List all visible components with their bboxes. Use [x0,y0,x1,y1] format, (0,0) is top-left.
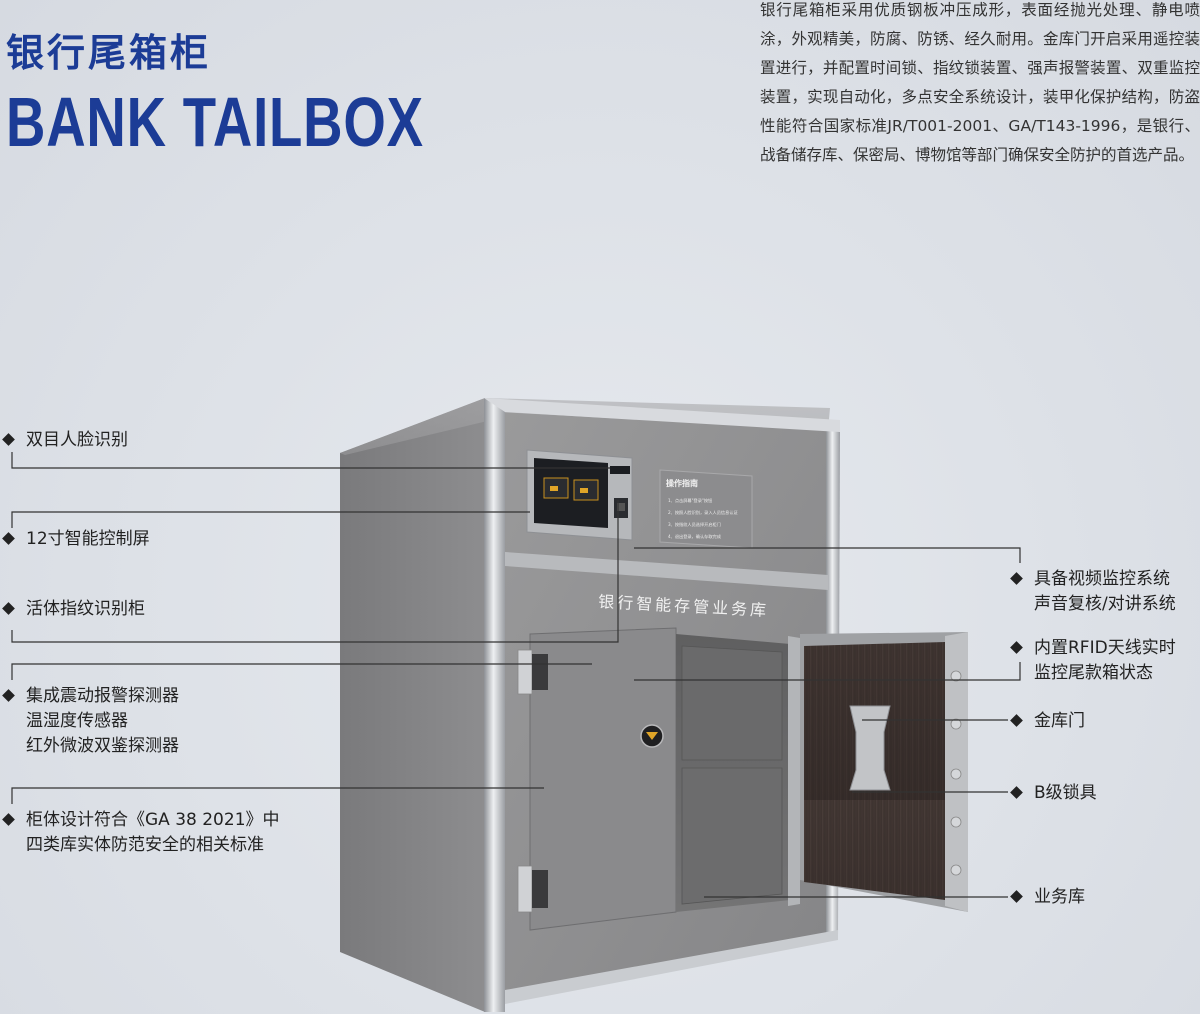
callout-detectors: 集成震动报警探测器 温湿度传感器 红外微波双鉴探测器 [2,684,179,759]
guide-line-4: 4、退出登录，确认存取完成 [668,533,721,540]
callout-fingerprint: 活体指纹识别柜 [2,597,145,622]
leader-lines-left [11,452,619,804]
callout-business-vault: 业务库 [1010,885,1085,910]
diamond-bullet-icon [2,602,15,615]
page-title-en: BANK TAILBOX [6,83,424,161]
guide-line-3: 3、按指纹人员选择开启柜门 [668,521,721,528]
leader-lines-right [634,547,1021,898]
guide-line-1: 1、点击屏幕"登录"按钮 [668,497,712,504]
callout-video-monitoring: 具备视频监控系统 声音复核/对讲系统 [1010,567,1176,617]
diamond-bullet-icon [1010,572,1023,585]
diamond-bullet-icon [1010,890,1023,903]
diamond-bullet-icon [1010,786,1023,799]
diamond-bullet-icon [2,813,15,826]
guide-title: 操作指南 [666,478,698,488]
diamond-bullet-icon [1010,714,1023,727]
diamond-bullet-icon [2,689,15,702]
callout-vault-door: 金库门 [1010,709,1085,734]
callout-rfid: 内置RFID天线实时 监控尾款箱状态 [1010,636,1176,686]
page-title-cn: 银行尾箱柜 [6,31,212,75]
callout-lock: B级锁具 [1010,781,1097,806]
diamond-bullet-icon [2,532,15,545]
callout-face-recognition: 双目人脸识别 [2,428,128,453]
diamond-bullet-icon [1010,641,1023,654]
callout-standard: 柜体设计符合《GA 38 2021》中 四类库实体防范安全的相关标准 [2,808,280,858]
callout-control-screen: 12寸智能控制屏 [2,527,150,552]
diamond-bullet-icon [2,433,15,446]
product-description: 银行尾箱柜采用优质钢板冲压成形，表面经抛光处理、静电喷涂，外观精美，防腐、防锈、… [760,1,1200,164]
guide-line-2: 2、按照人脸识别，录入人员信息认证 [668,509,738,516]
